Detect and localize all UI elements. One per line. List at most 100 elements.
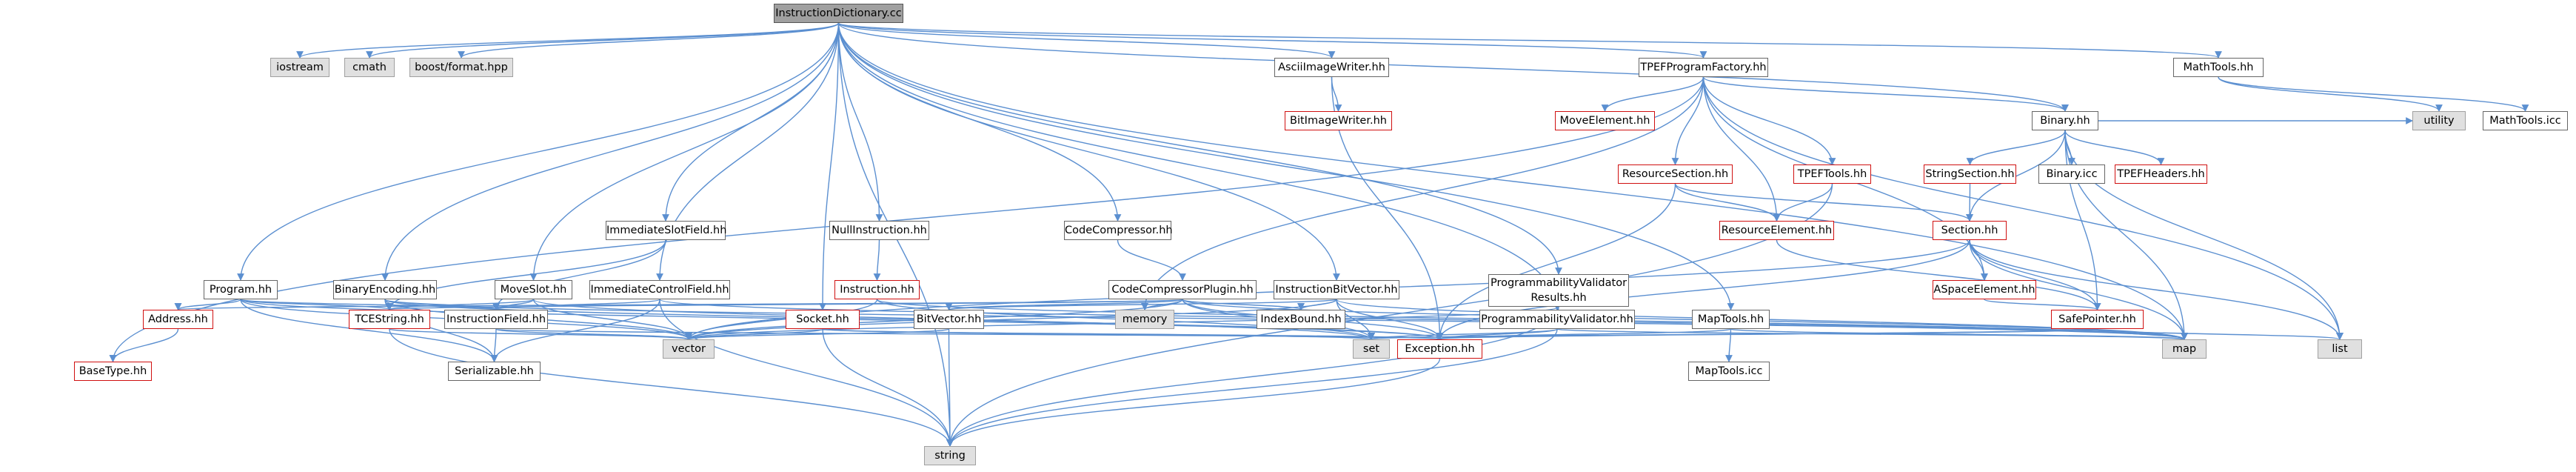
- edge-code-compressor-plugin-to-map: [1182, 299, 2188, 340]
- node-code-compressor-plugin[interactable]: CodeCompressorPlugin.hh: [1108, 280, 1257, 299]
- edge-binary-hh-to-list: [2064, 130, 2344, 340]
- node-section-hh[interactable]: Section.hh: [1933, 221, 2007, 240]
- node-code-compressor[interactable]: CodeCompressor.hh: [1064, 221, 1173, 240]
- edge-tpef-program-factory-to-tpef-tools: [1702, 76, 1836, 165]
- node-binary-hh[interactable]: Binary.hh: [2032, 111, 2098, 130]
- edge-map-tools-hh-to-map: [1730, 328, 2188, 340]
- node-ascii-image-writer[interactable]: AsciiImageWriter.hh: [1274, 58, 1389, 77]
- edge-resource-section-to-section-hh: [1674, 183, 1973, 222]
- node-tpef-headers[interactable]: TPEFHeaders.hh: [2115, 164, 2207, 184]
- edge-math-tools-hh-to-utility: [2218, 76, 2443, 112]
- node-tce-string[interactable]: TCEString.hh: [349, 310, 430, 329]
- node-math-tools-icc-top[interactable]: MathTools.icc: [2483, 111, 2568, 130]
- edge-instruction-dictionary-cc-to-iostream: [296, 22, 840, 59]
- edge-immediate-control-field-to-map: [659, 299, 2188, 340]
- edge-layer: [109, 22, 2529, 447]
- node-set[interactable]: set: [1353, 339, 1390, 359]
- node-boost-format[interactable]: boost/format.hpp: [409, 58, 513, 77]
- node-base-type[interactable]: BaseType.hh: [74, 362, 152, 381]
- node-instruction-hh[interactable]: Instruction.hh: [834, 280, 920, 299]
- node-aspace-element[interactable]: ASpaceElement.hh: [1933, 280, 2036, 299]
- edge-program-hh-to-address-hh: [174, 299, 241, 310]
- node-binary-icc[interactable]: Binary.icc: [2038, 164, 2105, 184]
- node-index-bound[interactable]: IndexBound.hh: [1257, 310, 1345, 329]
- node-immediate-control-field[interactable]: ImmediateControlField.hh: [589, 280, 730, 299]
- edge-instruction-dictionary-cc-to-ascii-image-writer: [837, 22, 1336, 59]
- edge-immediate-control-field-to-string: [659, 299, 954, 447]
- node-program-hh[interactable]: Program.hh: [204, 280, 278, 299]
- edge-socket-hh-to-exception-hh: [822, 328, 1443, 340]
- node-move-slot[interactable]: MoveSlot.hh: [495, 280, 572, 299]
- edge-immediate-control-field-to-instruction-field: [492, 299, 660, 310]
- edge-instruction-dictionary-cc-to-programmability-validator-results: [837, 22, 1562, 275]
- node-safe-pointer[interactable]: SafePointer.hh: [2051, 310, 2144, 329]
- node-bit-vector[interactable]: BitVector.hh: [914, 310, 984, 329]
- edge-code-compressor-to-code-compressor-plugin: [1117, 239, 1186, 281]
- edge-binary-hh-to-section-hh: [1966, 130, 2066, 222]
- node-null-instruction[interactable]: NullInstruction.hh: [829, 221, 929, 240]
- node-resource-element[interactable]: ResourceElement.hh: [1719, 221, 1834, 240]
- edge-instruction-dictionary-cc-to-instruction-bit-vector: [837, 22, 1340, 281]
- node-resource-section[interactable]: ResourceSection.hh: [1618, 164, 1733, 184]
- edge-instruction-dictionary-cc-to-cmath: [366, 22, 840, 59]
- node-list[interactable]: list: [2318, 339, 2362, 359]
- node-immediate-slot-field[interactable]: ImmediateSlotField.hh: [606, 221, 726, 240]
- edge-program-hh-to-instruction-field: [240, 299, 500, 310]
- node-move-element[interactable]: MoveElement.hh: [1555, 111, 1655, 130]
- edge-code-compressor-plugin-to-index-bound: [1182, 299, 1305, 310]
- node-instruction-dictionary-cc[interactable]: InstructionDictionary.cc: [774, 4, 903, 23]
- edge-binary-hh-to-string-section: [1966, 130, 2066, 165]
- edge-section-hh-to-map: [1969, 239, 2188, 340]
- node-bit-image-writer[interactable]: BitImageWriter.hh: [1285, 111, 1392, 130]
- node-string[interactable]: string: [924, 446, 976, 465]
- node-instruction-field[interactable]: InstructionField.hh: [444, 310, 548, 329]
- edge-instruction-dictionary-cc-to-binary-encoding: [381, 22, 840, 281]
- edge-move-slot-to-tce-string: [386, 299, 535, 310]
- edge-code-compressor-plugin-to-address-hh: [175, 299, 1183, 310]
- edge-programmability-validator-to-exception-hh: [1436, 328, 1558, 340]
- node-tpef-program-factory[interactable]: TPEFProgramFactory.hh: [1639, 58, 1768, 77]
- node-map[interactable]: map: [2162, 339, 2207, 359]
- node-string-section[interactable]: StringSection.hh: [1924, 164, 2016, 184]
- node-binary-encoding[interactable]: BinaryEncoding.hh: [333, 280, 437, 299]
- node-math-tools-hh[interactable]: MathTools.hh: [2173, 58, 2264, 77]
- edge-instruction-dictionary-cc-to-math-tools-hh: [837, 22, 2222, 59]
- edge-resource-section-to-resource-element: [1674, 183, 1781, 222]
- node-map-tools-hh[interactable]: MapTools.hh: [1692, 310, 1770, 329]
- node-address-hh[interactable]: Address.hh: [143, 310, 213, 329]
- edge-aspace-element-to-safe-pointer: [1984, 299, 2101, 310]
- edge-socket-hh-to-string: [822, 328, 954, 447]
- node-cmath[interactable]: cmath: [344, 58, 395, 77]
- edge-map-tools-hh-to-map-tools-icc: [1725, 328, 1733, 362]
- node-instruction-bit-vector[interactable]: InstructionBitVector.hh: [1274, 280, 1399, 299]
- edge-immediate-control-field-to-serializable: [490, 299, 660, 362]
- edge-binary-hh-to-safe-pointer: [2064, 130, 2101, 310]
- edge-tpef-program-factory-to-base-type: [109, 76, 1704, 362]
- node-programmability-validator-results[interactable]: ProgrammabilityValidator Results.hh: [1488, 274, 1629, 307]
- node-exception-hh[interactable]: Exception.hh: [1397, 339, 1482, 359]
- node-serializable[interactable]: Serializable.hh: [448, 362, 541, 381]
- edge-math-tools-hh-to-math-tools-icc-top: [2218, 76, 2529, 112]
- edge-bit-vector-to-string: [946, 328, 954, 447]
- edge-section-hh-to-exception-hh: [1436, 239, 1970, 340]
- edge-program-hh-to-serializable: [240, 299, 498, 362]
- edge-exception-hh-to-string: [946, 358, 1441, 447]
- node-utility[interactable]: utility: [2412, 111, 2466, 130]
- node-socket-hh[interactable]: Socket.hh: [786, 310, 860, 329]
- edge-bit-vector-to-vector: [685, 328, 950, 340]
- edge-socket-hh-to-vector: [685, 328, 823, 340]
- node-programmability-validator[interactable]: ProgrammabilityValidator.hh: [1479, 310, 1635, 329]
- edge-instruction-dictionary-cc-to-tpef-program-factory: [837, 22, 1707, 59]
- edge-section-hh-to-safe-pointer: [1969, 239, 2101, 310]
- edge-instruction-dictionary-cc-to-program-hh: [237, 22, 840, 281]
- edge-instruction-dictionary-cc-to-boost-format: [458, 22, 840, 59]
- node-memory[interactable]: memory: [1115, 310, 1174, 329]
- node-iostream[interactable]: iostream: [270, 58, 329, 77]
- edge-resource-element-to-safe-pointer: [1776, 239, 2101, 310]
- edge-binary-encoding-to-exception-hh: [384, 299, 1443, 340]
- node-tpef-tools[interactable]: TPEFTools.hh: [1793, 164, 1871, 184]
- edge-instruction-dictionary-cc-to-map: [837, 22, 2188, 340]
- node-map-tools-icc[interactable]: MapTools.icc: [1688, 362, 1770, 381]
- node-vector[interactable]: vector: [663, 339, 715, 359]
